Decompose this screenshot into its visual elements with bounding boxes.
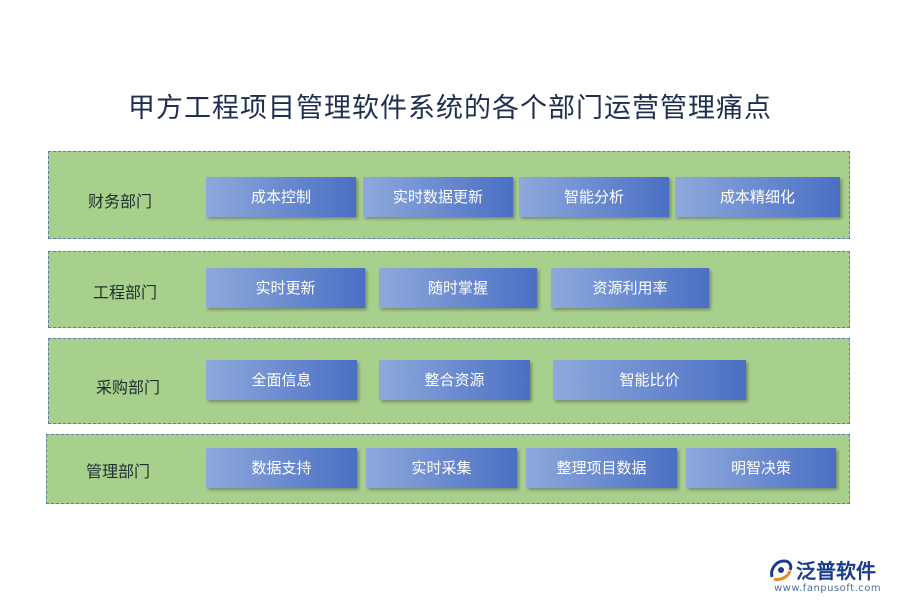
department-label-engineering: 工程部门: [93, 283, 158, 302]
pain-point-box: 整合资源: [379, 360, 530, 400]
brand-url: www.fanpusoft.com: [774, 583, 882, 594]
brand-logo[interactable]: 泛普软件 www.fanpusoft.com: [768, 553, 898, 597]
pain-point-box: 全面信息: [206, 360, 357, 400]
pain-point-box: 实时采集: [366, 448, 517, 488]
pain-point-box: 成本控制: [206, 177, 356, 217]
pain-point-box: 成本精细化: [675, 177, 840, 217]
department-label-finance: 财务部门: [88, 192, 153, 211]
pain-point-box: 随时掌握: [379, 268, 537, 308]
department-label-management: 管理部门: [86, 462, 151, 481]
pain-point-box: 资源利用率: [551, 268, 709, 308]
brand-name: 泛普软件: [796, 559, 876, 583]
pain-point-box: 智能比价: [553, 360, 746, 400]
pain-point-box: 明智决策: [686, 448, 836, 488]
fanpu-logo-icon: [770, 559, 793, 581]
pain-point-box: 数据支持: [206, 448, 357, 488]
pain-point-box: 整理项目数据: [526, 448, 677, 488]
pain-point-box: 智能分析: [519, 177, 669, 217]
diagram-title: 甲方工程项目管理软件系统的各个部门运营管理痛点: [128, 93, 772, 124]
pain-point-box: 实时数据更新: [363, 177, 513, 217]
department-label-procurement: 采购部门: [96, 378, 161, 397]
pain-point-box: 实时更新: [206, 268, 365, 308]
